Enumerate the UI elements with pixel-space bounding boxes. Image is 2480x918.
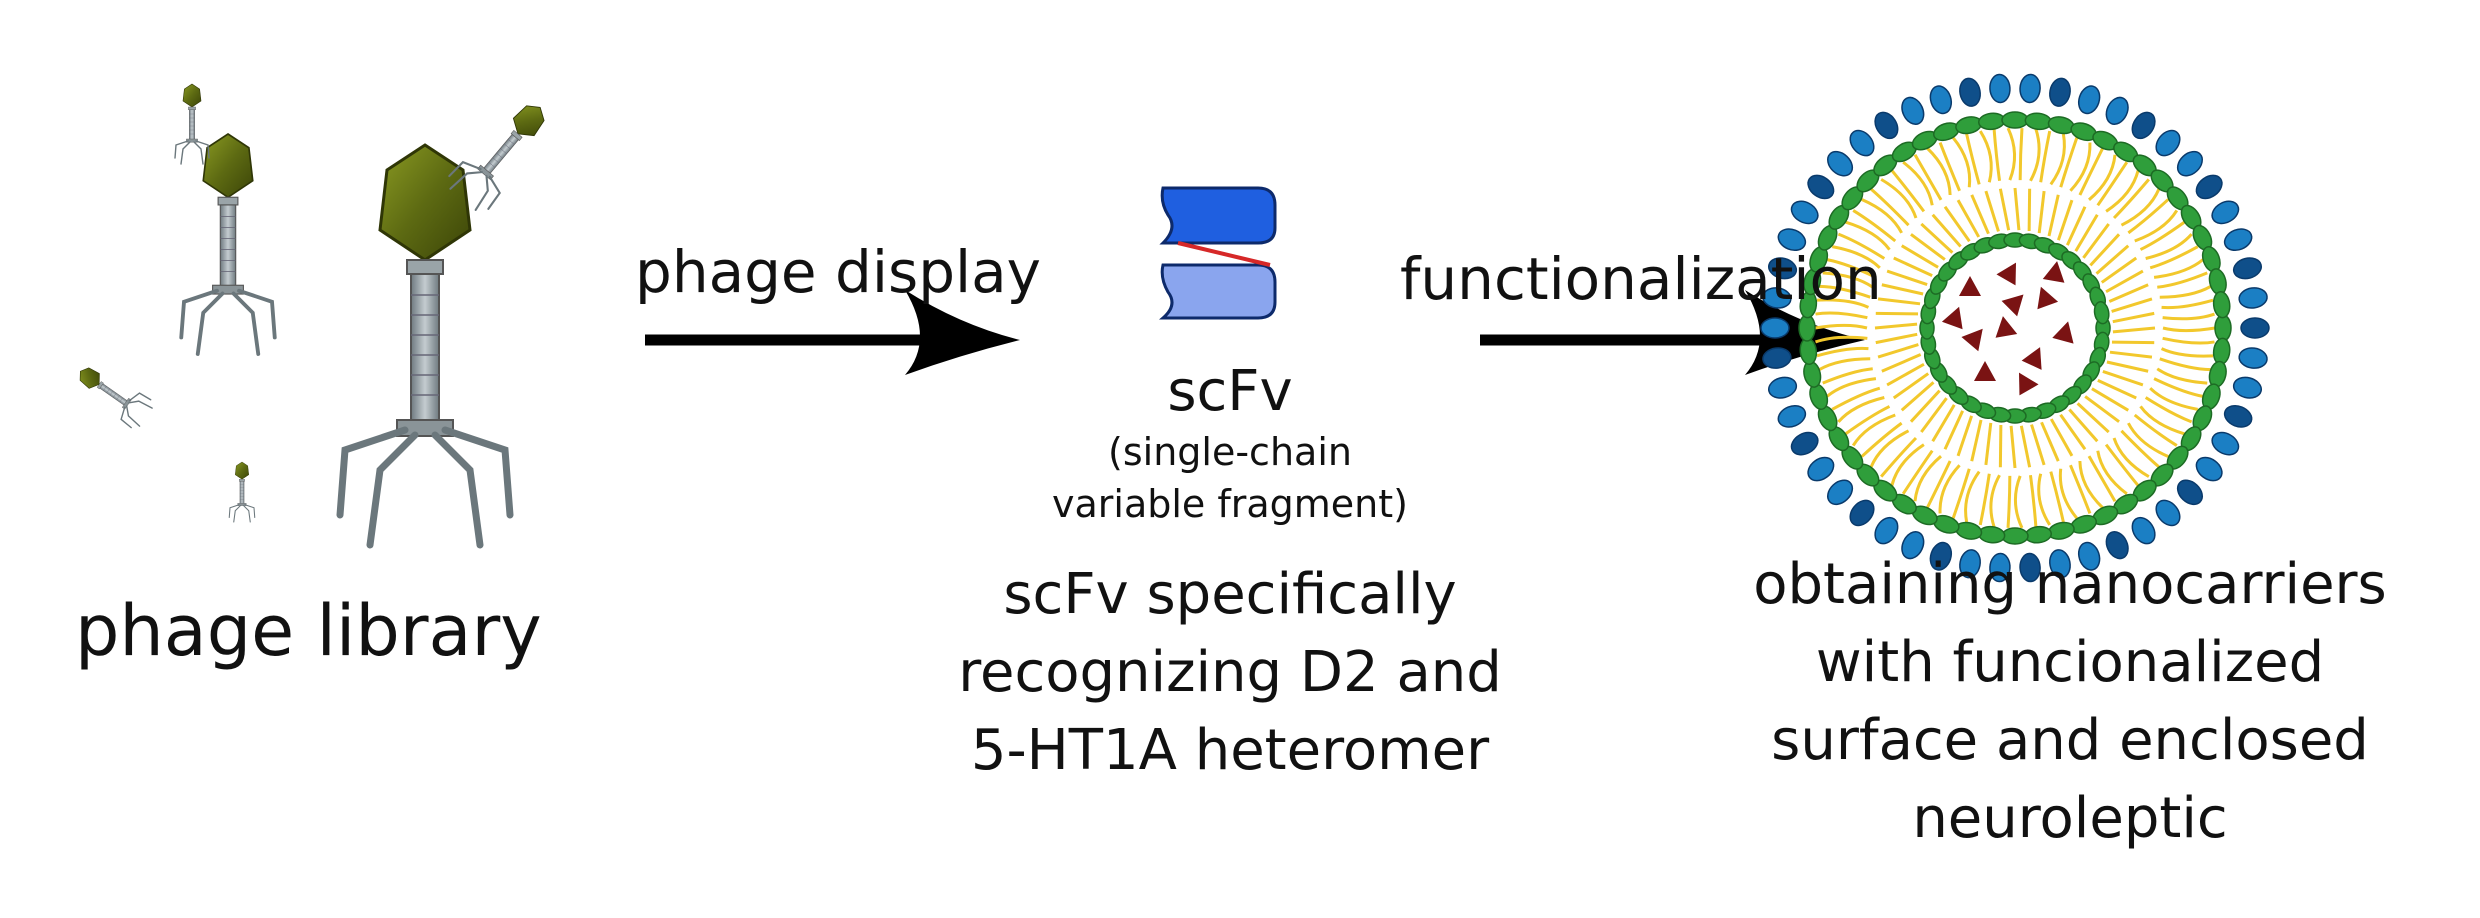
- scfv-icon: [1158, 186, 1277, 320]
- scfv-title: scFv: [1167, 359, 1293, 424]
- nano-desc-line4: neuroleptic: [1912, 786, 2228, 851]
- nanocarrier-description: obtaining nanocarriers with funcionalize…: [1690, 546, 2450, 858]
- phage-library-label: phage library: [75, 590, 542, 672]
- phage-display-label: phage display: [635, 238, 1041, 306]
- arrow-icon: [645, 290, 1020, 375]
- functionalization-label: functionalization: [1400, 245, 1882, 313]
- scfv-caption: scFv (single-chain variable fragment): [990, 360, 1470, 530]
- nano-desc-line1: obtaining nanocarriers: [1753, 552, 2387, 617]
- scfv-subtitle-line1: (single-chain: [1108, 430, 1352, 474]
- scfv-subtitle-line2: variable fragment): [1052, 482, 1408, 526]
- nanocarrier-icon: [1760, 73, 2270, 583]
- scfv-description: scFv specifically recognizing D2 and 5-H…: [880, 556, 1580, 790]
- scfv-desc-line3: 5-HT1A heteromer: [970, 718, 1490, 783]
- scfv-desc-line2: recognizing D2 and: [958, 640, 1502, 705]
- nano-desc-line2: with funcionalized: [1815, 630, 2325, 695]
- nano-desc-line3: surface and enclosed: [1771, 708, 2369, 773]
- scfv-desc-line1: scFv specifically: [1003, 562, 1457, 627]
- phage-icon: [69, 83, 561, 545]
